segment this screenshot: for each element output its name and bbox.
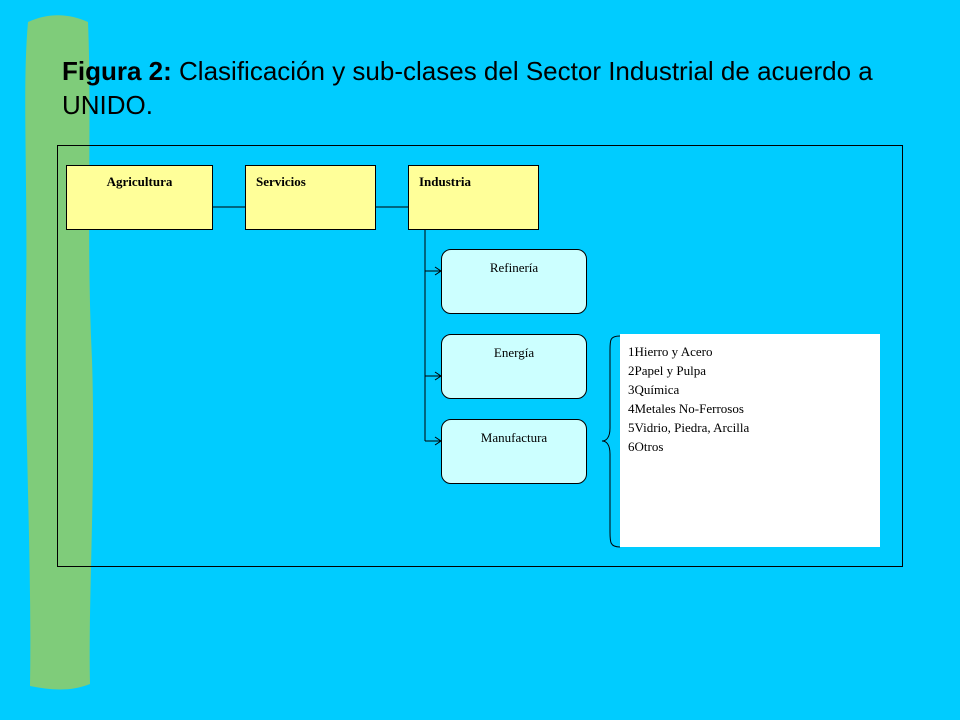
subsector-refineria: Refinería [441,249,587,314]
list-item: 2Papel y Pulpa [628,363,706,378]
diagram-frame [57,145,903,567]
brace [601,335,621,548]
sector-servicios-label: Servicios [256,174,306,189]
subsector-refineria-label: Refinería [489,260,539,275]
sector-agricultura: Agricultura [66,165,213,230]
list-item: 5Vidrio, Piedra, Arcilla [628,420,750,435]
sector-industria-label: Industria [419,174,472,189]
manufactura-subclass-list: 1Hierro y Acero 2Papel y Pulpa 3Química … [620,334,880,547]
figure-title-text: Clasificación y sub-clases del Sector In… [62,56,873,120]
subsector-energia: Energía [441,334,587,399]
subsector-manufactura: Manufactura [441,419,587,484]
subsector-manufactura-label: Manufactura [480,430,548,445]
list-item: 4Metales No-Ferrosos [628,401,744,416]
figure-title-lead: Figura 2: [62,56,172,86]
list-item: 1Hierro y Acero [628,344,713,359]
figure-title: Figura 2: Clasificación y sub-clases del… [62,54,932,122]
list-item: 3Química [628,382,680,397]
subsector-energia-label: Energía [493,345,535,360]
list-item: 6Otros [628,439,664,454]
sector-agricultura-label: Agricultura [106,174,173,189]
sector-servicios: Servicios [245,165,376,230]
sector-industria: Industria [408,165,539,230]
